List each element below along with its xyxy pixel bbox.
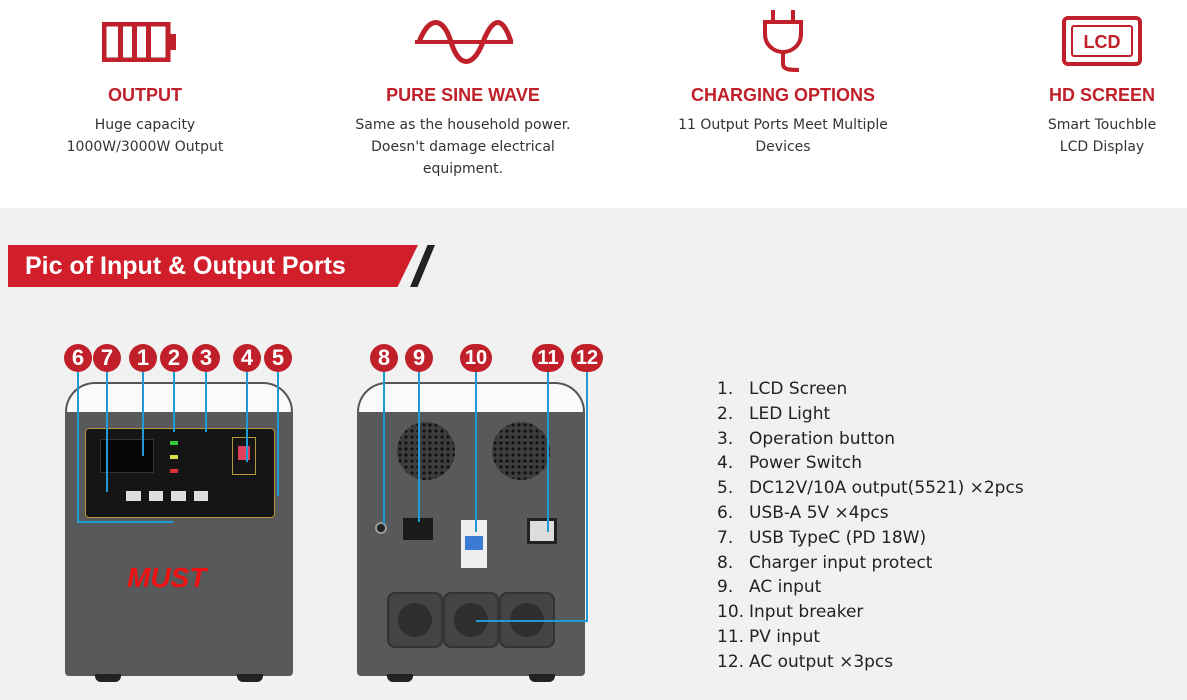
port-list-item: 10.Input breaker [717, 600, 1024, 625]
feature-sine-wave: PURE SINE WAVE Same as the household pow… [313, 0, 613, 180]
feature-title: OUTPUT [108, 85, 182, 105]
port-label: USB TypeC (PD 18W) [749, 527, 927, 548]
port-number: 7. [717, 527, 734, 548]
port-list-item: 1. LCD Screen [717, 377, 1024, 402]
port-number: 4. [717, 453, 734, 474]
device-back-image [357, 382, 585, 682]
callout-9: 9 [405, 344, 433, 372]
port-label: PV input [749, 626, 821, 647]
callout-7: 7 [93, 344, 121, 372]
callout-3: 3 [192, 344, 220, 372]
port-label: DC12V/10A output(5521) ×2pcs [749, 478, 1024, 499]
port-number: 1. [717, 379, 734, 399]
port-label: Operation button [749, 428, 896, 449]
charger-protect [375, 522, 387, 534]
port-list-item: 2. LED Light [717, 402, 1024, 427]
callout-10: 10 [460, 344, 492, 372]
callout-12: 12 [571, 344, 603, 372]
port-list-item: 6. USB-A 5V ×4pcs [717, 501, 1024, 526]
ac-input-port [403, 518, 433, 540]
port-list: 1. LCD Screen 2. LED Light 3. Operation butto… [717, 377, 1024, 675]
feature-desc: Same as the household power.Doesn't dama… [355, 117, 571, 177]
lcd-icon: LCD [1062, 16, 1142, 66]
input-breaker [461, 520, 487, 568]
section-banner: Pic of Input & Output Ports [8, 245, 418, 287]
callout-8: 8 [370, 344, 398, 372]
feature-title: HD SCREEN [1048, 85, 1155, 105]
battery-icon [102, 22, 176, 62]
port-label: LED Light [749, 403, 831, 424]
port-label: AC input [749, 577, 822, 598]
port-list-item: 11.PV input [717, 625, 1024, 650]
port-list-item: 9. AC input [717, 575, 1024, 600]
section-title: Pic of Input & Output Ports [25, 252, 346, 280]
callout-1: 1 [129, 344, 157, 372]
callout-2: 2 [160, 344, 188, 372]
port-number: 8. [717, 552, 734, 573]
power-switch [232, 437, 256, 475]
lcd-screen [100, 439, 154, 473]
feature-title: CHARGING OPTIONS [690, 85, 875, 105]
ac-output-socket [387, 592, 443, 648]
port-label: USB-A 5V ×4pcs [749, 502, 889, 523]
callout-5: 5 [264, 344, 292, 372]
port-list-item: 8. Charger input protect [717, 551, 1024, 576]
port-label: LCD Screen [749, 379, 848, 399]
plug-icon [763, 10, 803, 72]
port-number: 2. [717, 403, 734, 424]
callout-4: 4 [233, 344, 261, 372]
port-list-item: 12.AC output ×3pcs [717, 650, 1024, 675]
fan-grill [397, 422, 455, 480]
pv-input-port [527, 518, 557, 544]
port-list-item: 5. DC12V/10A output(5521) ×2pcs [717, 476, 1024, 501]
port-number: 6. [717, 502, 734, 523]
device-front-image: MUST [65, 382, 293, 682]
port-number: 3. [717, 428, 734, 449]
control-panel [85, 428, 275, 518]
port-label: Input breaker [749, 602, 864, 623]
sine-wave-icon [415, 20, 514, 64]
port-number: 11. [717, 626, 745, 647]
port-list-item: 4. Power Switch [717, 451, 1024, 476]
port-number: 9. [717, 577, 734, 598]
port-number: 5. [717, 478, 734, 499]
port-list-item: 7. USB TypeC (PD 18W) [717, 526, 1024, 551]
led-lights [170, 437, 190, 481]
feature-charging: CHARGING OPTIONS 11 Output Ports Meet Mu… [633, 0, 933, 158]
usb-ports [126, 491, 208, 501]
feature-title: PURE SINE WAVE [386, 85, 540, 105]
port-number: 10. [717, 602, 745, 623]
callout-6: 6 [64, 344, 92, 372]
port-label: Charger input protect [749, 552, 933, 573]
ac-output-socket [443, 592, 499, 648]
must-logo: MUST [127, 562, 207, 593]
port-number: 12. [717, 651, 745, 672]
port-label: AC output ×3pcs [749, 651, 894, 672]
port-list-item: 3. Operation button [717, 427, 1024, 452]
fan-grill [492, 422, 550, 480]
callout-11: 11 [532, 344, 564, 372]
port-label: Power Switch [749, 453, 863, 474]
